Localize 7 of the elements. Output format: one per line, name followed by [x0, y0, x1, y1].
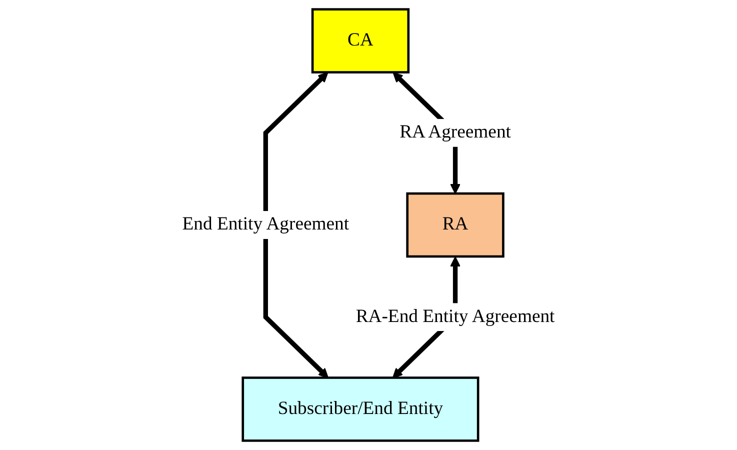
node-box: Subscriber/End Entity [242, 376, 480, 442]
edge-label: RA Agreement [400, 122, 511, 142]
edge-label: End Entity Agreement [182, 214, 350, 234]
edge-label: RA-End Entity Agreement [356, 306, 555, 326]
node-box: CA [311, 8, 410, 74]
node-box: RA [406, 192, 504, 258]
arrow [263, 72, 329, 378]
